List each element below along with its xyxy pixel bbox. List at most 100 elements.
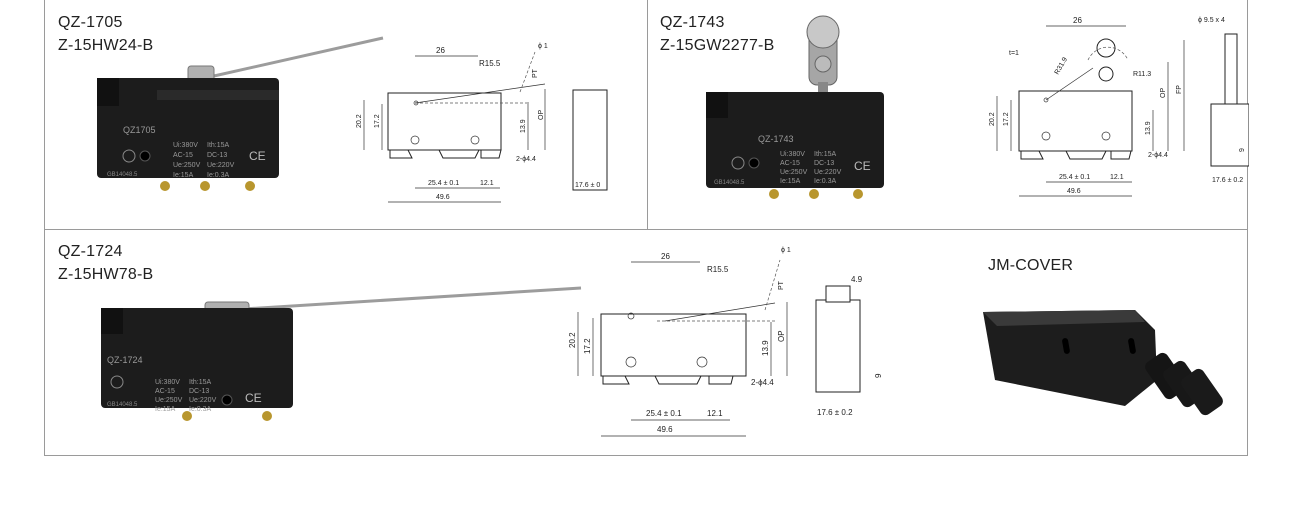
ccc-icon [731,156,745,170]
spec-ac: AC-15 [155,388,175,395]
screw-hole [748,157,760,169]
dim-f: 17.2 [374,114,381,128]
panel-title: QZ-1724 Z-15HW78-B [58,240,153,286]
spec-dc: DC-13 [207,152,227,159]
dim-i: 25.4 ± 0.1 [646,409,682,418]
dim-k: 49.6 [436,194,450,201]
cert-mark: GB14048.5 [107,172,138,178]
dim-h: OP [1160,88,1167,98]
spec-ith: Ith:15A [207,142,230,149]
side-view [815,299,861,393]
screw-hole [221,394,233,406]
spec-ue2: Ue:220V [814,169,842,176]
ccc-icon [110,375,124,389]
spec-ith: Ith:15A [814,151,837,158]
dim-g: 13.9 [1145,121,1152,135]
switch-body [101,308,293,408]
switch-photo-and-drawing: QZ-1743 Ui:380V Ith:15A AC-15 DC-13 Ue:2… [706,15,1249,199]
spec-ui: Ui:380V [155,379,180,386]
roller-icon [806,15,840,49]
spec-ui: Ui:380V [173,142,198,149]
panel-title: QZ-1705 Z-15HW24-B [58,11,153,57]
spec-ith: Ith:15A [189,379,212,386]
dim-g: 13.9 [520,119,527,133]
row-divider [45,229,1247,230]
dim-n: FP [1176,85,1183,94]
dim-o: ϕ 9.5 x 4 [1198,17,1225,24]
model-code: Z-15HW78-B [58,266,154,283]
model-number: QZ-1724 [58,243,123,260]
ce-mark: CE [249,149,266,163]
spec-ie2: Ie:0.3A [814,178,837,185]
side-view [1210,103,1249,167]
dim-j: 12.1 [1110,174,1124,181]
dim-m: 17.6 ± 0.2 [1212,177,1243,184]
dim-k: 49.6 [657,425,673,434]
dim-k: 49.6 [1067,188,1081,195]
drawing-body [387,92,502,151]
dim-d: PT [778,280,785,290]
ce-mark: CE [854,159,871,173]
dim-l: 2-ϕ4.4 [1148,152,1168,159]
dim-h: OP [777,330,786,342]
dim-b: R31.9 [1054,56,1069,76]
panel-qz-1705: QZ-1705 Z-15HW24-B QZ1705 Ui:380V Ith:15… [45,0,647,229]
dim-i: 25.4 ± 0.1 [428,180,459,187]
dim-j: 12.1 [707,409,723,418]
spec-ue1: Ue:250V [155,397,183,404]
body-mark: QZ1705 [123,125,156,135]
screw-hole [139,150,151,162]
dim-d: R11.3 [1133,71,1151,78]
spec-dc: DC-13 [814,160,834,167]
panel-qz-1724: QZ-1724 Z-15HW78-B QZ-1724 Ui:380V Ith:1… [45,230,945,456]
side-view [572,89,608,191]
dim-e: 20.2 [989,112,996,126]
ccc-icon [122,149,136,163]
cert-mark: GB14048.5 [714,180,745,186]
dim-b: R15.5 [479,59,501,68]
dim-c: ϕ 1 [781,247,791,254]
terminal [200,181,210,191]
spec-ac: AC-15 [173,152,193,159]
body-mark: QZ-1743 [758,134,794,144]
panel-qz-1743: QZ-1743 Z-15GW2277-B QZ-1743 Ui:380V Ith… [648,0,1249,229]
spec-ue2: Ue:220V [207,162,235,169]
catalog-sheet: QZ-1705 Z-15HW24-B QZ1705 Ui:380V Ith:15… [44,0,1249,456]
dim-b: R15.5 [707,265,729,274]
dim-c: ϕ 1 [538,43,548,50]
dim-m: 17.6 ± 0 [575,182,600,189]
model-number: QZ-1705 [58,14,123,31]
dim-n: 4.9 [851,275,863,284]
spec-ie1: Ie:15A [780,178,801,185]
cert-mark: GB14048.5 [107,402,138,408]
spec-ue2: Ue:220V [189,397,217,404]
dim-p: 9 [1239,148,1246,152]
spec-ie1: Ie:15A [173,172,194,179]
cover-body [983,310,1157,406]
spec-ie2: Ie:0.3A [207,172,230,179]
dim-e: 20.2 [356,114,363,128]
model-number: QZ-1743 [660,14,725,31]
dim-m: 17.6 ± 0.2 [817,408,853,417]
column-divider [647,0,648,229]
spec-dc: DC-13 [189,388,209,395]
dimension-drawing: 26 R15.5 ϕ 1 PT 20.2 17.2 13.9 OP 25.4 ±… [356,43,608,203]
dimension-drawing: 26 R31.9 t=1 R11.3 20.2 17.2 13.9 OP FP … [989,16,1249,197]
spec-ac: AC-15 [780,160,800,167]
model-code: Z-15GW2277-B [660,37,775,54]
dim-l: 2-ϕ4.4 [516,156,536,163]
terminal [245,181,255,191]
spec-ue1: Ue:250V [780,169,808,176]
dim-c: t=1 [1009,50,1019,57]
panel-title: QZ-1743 Z-15GW2277-B [660,11,774,57]
dim-e: 20.2 [568,332,577,348]
dim-l: 2-ϕ4.4 [751,378,774,387]
spec-ue1: Ue:250V [173,162,201,169]
dimension-drawing: 26 R15.5 ϕ 1 PT 20.2 17.2 13.9 OP 25.4 ±… [568,247,883,437]
spec-ie1: Ie:15A [155,406,176,413]
ce-mark: CE [245,391,262,405]
body-ridge [157,90,279,100]
dim-f: 17.2 [583,338,592,354]
body-mark: QZ-1724 [107,355,143,365]
dim-g: 13.9 [761,340,770,356]
